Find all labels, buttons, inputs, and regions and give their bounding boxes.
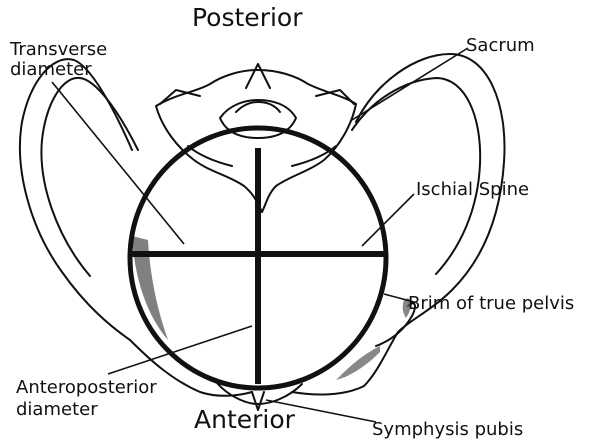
ischial-spine-label: Ischial Spine [416,180,529,200]
ischial-spine-leader-line [362,194,414,246]
left-ilium-inner-contour [41,78,138,276]
sacral-alae [188,146,336,166]
anteroposterior-diameter-label-line1: Anteroposterior [16,378,157,398]
brim-of-true-pelvis-label: Brim of true pelvis [408,294,574,314]
right-ilium-outline [292,54,505,394]
fifth-lumbar-vertebra [236,102,280,112]
anterior-label: Anterior [194,406,295,434]
posterior-label: Posterior [192,4,303,32]
right-transverse-process [316,90,354,104]
lumbar-spinous-process [246,64,270,88]
transverse-diameter-label-line1: Transverse [10,40,107,60]
sacrum-label: Sacrum [466,36,535,56]
transverse-leader-line [52,82,184,244]
symphysis-pubis-label: Symphysis pubis [372,420,523,440]
ap-leader-line [108,326,252,374]
anteroposterior-diameter-label-line2: diameter [16,400,98,420]
sacrum-leader-line [352,48,468,120]
transverse-diameter-label-line2: diameter [10,60,92,80]
